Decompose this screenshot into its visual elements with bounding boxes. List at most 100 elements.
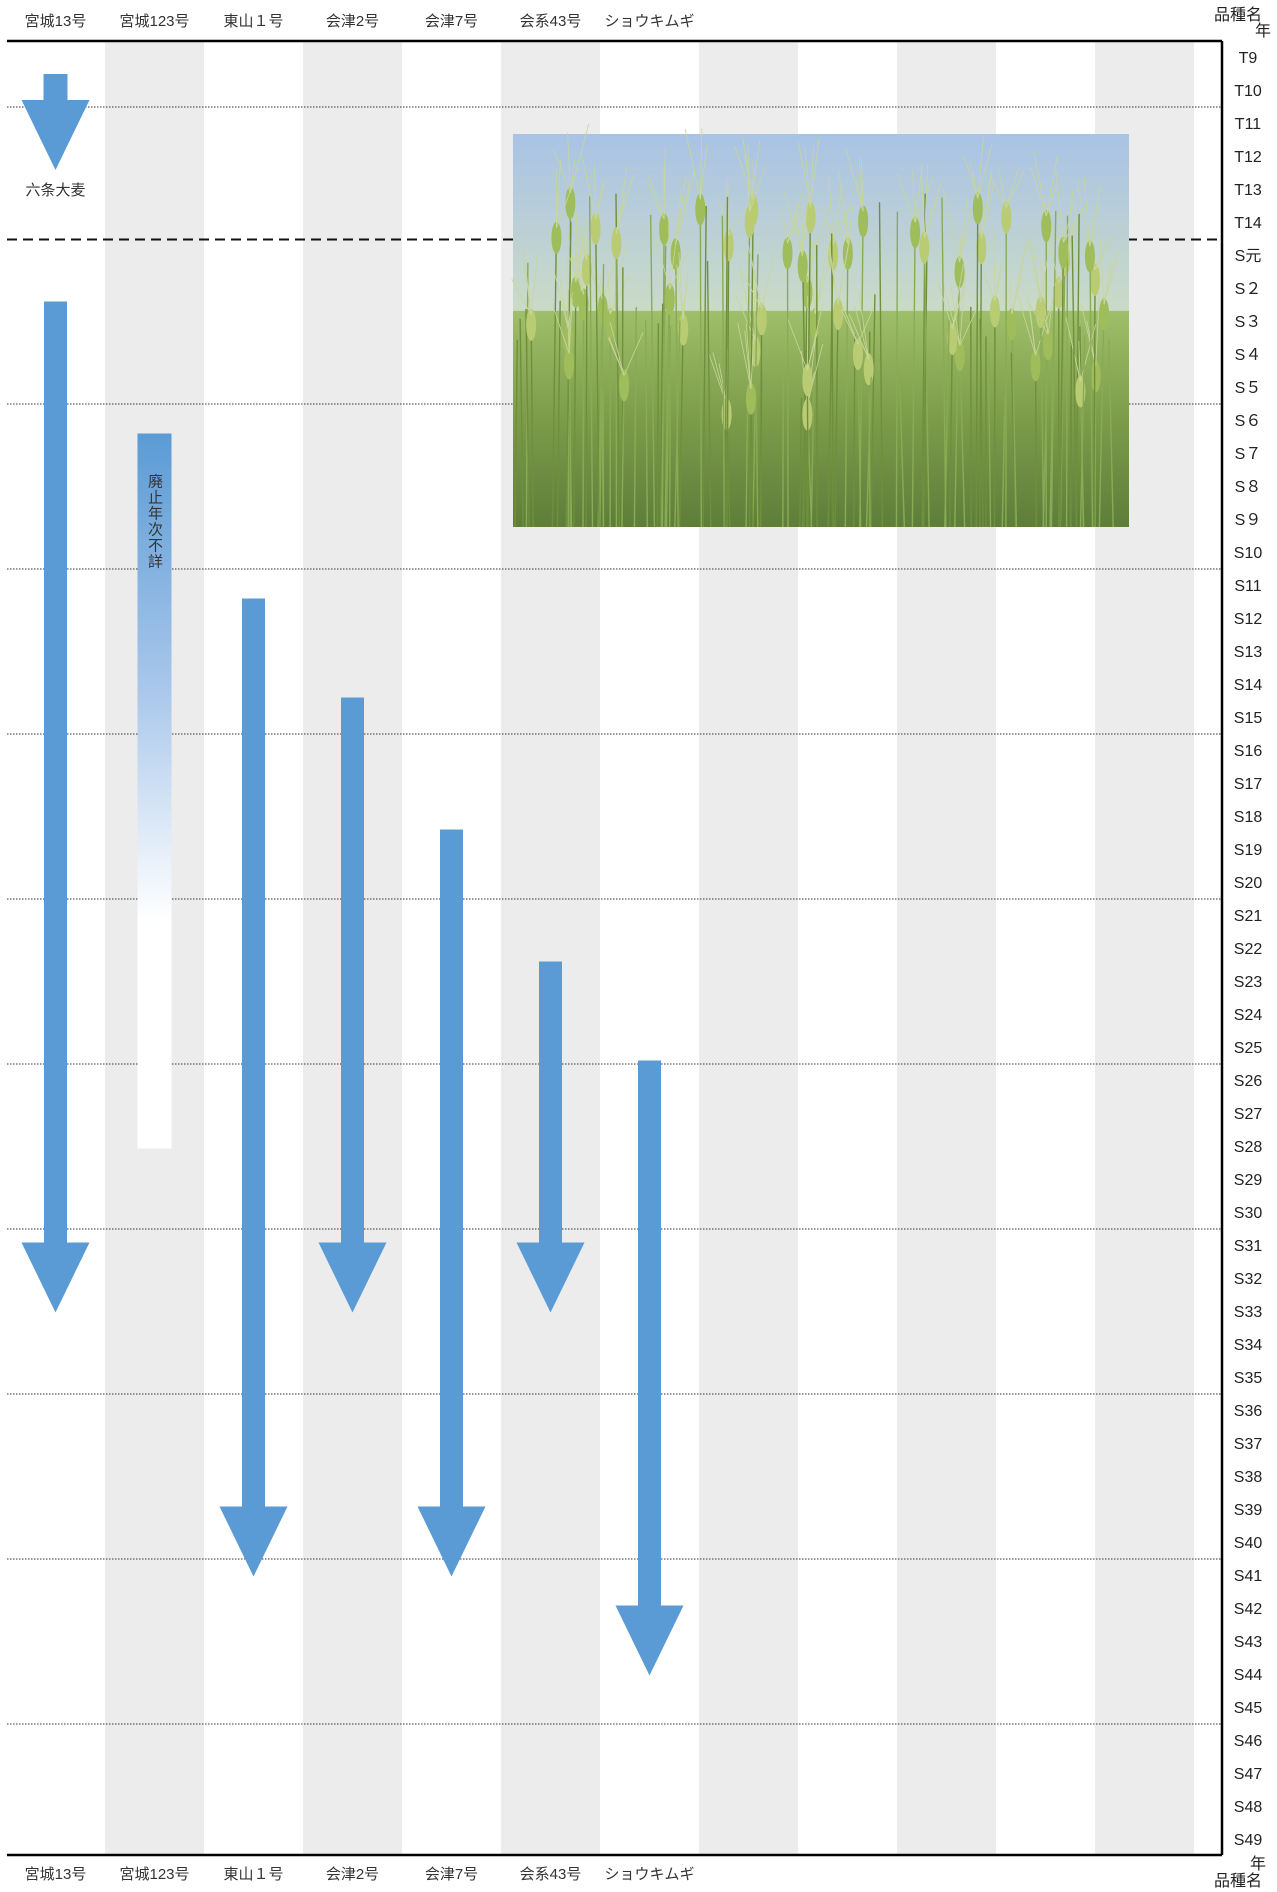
year-label: S16	[1234, 743, 1263, 760]
barley-ear	[1084, 240, 1095, 273]
barley-awn	[575, 212, 577, 283]
corner-bottom-primary: 品種名	[1214, 1872, 1262, 1890]
barley-ear	[611, 227, 622, 260]
barley-awn	[1011, 277, 1023, 315]
variety-arrow	[417, 829, 486, 1577]
year-label: S40	[1234, 1535, 1263, 1552]
barley-awn	[556, 160, 561, 228]
barley-awn	[847, 207, 854, 244]
barley-stem	[1059, 242, 1065, 528]
barley-awn	[568, 283, 572, 354]
barley-awn	[1005, 170, 1025, 208]
barley-awn	[828, 176, 834, 245]
fading-bar-note: 廃止年次不詳	[146, 473, 163, 570]
barley-awn	[712, 352, 728, 405]
barley-awn	[942, 188, 960, 263]
variety-arrow	[318, 697, 387, 1313]
barley-awn	[749, 140, 761, 212]
barley-stem	[944, 320, 950, 528]
barley-awn	[750, 257, 763, 310]
barley-stem	[656, 323, 660, 528]
barley-ear	[1090, 264, 1101, 297]
barley-awn	[747, 142, 751, 212]
barley-awn	[530, 253, 539, 315]
barley-stem	[678, 319, 684, 528]
barley-awn	[806, 343, 824, 405]
barley-awn	[1027, 234, 1041, 303]
barley-awn	[734, 145, 754, 200]
barley-awn	[1083, 176, 1091, 247]
barley-ear	[802, 364, 813, 397]
barley-stem	[674, 244, 679, 528]
barley-awn	[569, 123, 590, 194]
barley-stem	[568, 353, 573, 528]
barley-ear	[805, 201, 816, 234]
year-label: S26	[1234, 1073, 1263, 1090]
barley-awn	[1040, 230, 1053, 303]
barley-stem	[665, 289, 671, 528]
barley-ear	[570, 276, 581, 309]
barley-stem	[706, 260, 712, 528]
year-label: S38	[1234, 1469, 1263, 1486]
barley-ear	[947, 323, 958, 356]
barley-awn	[650, 221, 671, 290]
year-label: S20	[1234, 875, 1263, 892]
barley-awn	[1009, 283, 1013, 315]
year-label: S47	[1234, 1766, 1263, 1783]
year-label: T10	[1234, 83, 1262, 100]
barley-stem	[1089, 246, 1094, 528]
barley-awn	[1033, 153, 1047, 217]
barley-awn	[623, 332, 644, 376]
barley-awn	[810, 143, 814, 208]
barley-stem	[599, 264, 605, 528]
barley-awn	[750, 332, 755, 389]
barley-awn	[951, 263, 964, 330]
barley-awn	[1030, 311, 1036, 356]
barley-awn	[837, 230, 852, 305]
year-label: S39	[1234, 1502, 1263, 1519]
barley-awn	[806, 329, 819, 371]
barley-awn	[556, 179, 575, 228]
barley-awn	[1062, 196, 1076, 243]
barley-stem	[573, 282, 577, 528]
barley-ear	[664, 283, 675, 316]
variety-label-top: 宮城123号	[119, 13, 189, 30]
barley-ear	[782, 237, 793, 270]
barley-awn	[784, 191, 804, 257]
barley-awn	[574, 242, 585, 295]
barley-stem	[1010, 352, 1017, 528]
barley-awn	[580, 216, 588, 261]
year-label: S６	[1235, 413, 1262, 430]
barley-stem	[870, 294, 876, 528]
barley-ear	[833, 298, 844, 331]
barley-stem	[1042, 334, 1049, 528]
barley-stem	[699, 199, 702, 528]
year-label: S32	[1234, 1271, 1263, 1288]
barley-stem	[582, 294, 585, 528]
year-label: S44	[1234, 1667, 1263, 1684]
barley-stem	[674, 320, 681, 528]
barley-awn	[937, 281, 953, 330]
barley-awn	[845, 147, 864, 212]
year-label: S43	[1234, 1634, 1263, 1651]
barley-stem	[594, 218, 600, 528]
barley-ear	[989, 295, 1000, 328]
barley-awn	[1078, 341, 1081, 382]
barley-awn	[699, 146, 708, 200]
barley-stem	[1034, 355, 1037, 528]
barley-awn	[963, 154, 979, 199]
barley-ear	[744, 205, 755, 238]
barley-awn	[1080, 324, 1097, 382]
barley-stem	[702, 206, 707, 528]
barley-awn	[840, 309, 859, 345]
barley-awn	[1030, 165, 1047, 217]
barley-awn	[914, 163, 923, 223]
barley-awn	[615, 174, 634, 234]
barley-awn	[969, 161, 979, 199]
barley-stem	[979, 238, 983, 528]
barley-awn	[675, 180, 691, 245]
barley-awn	[749, 166, 766, 212]
legend-arrow-label: 六条大麦	[25, 182, 85, 199]
variety-label-top: 会津2号	[326, 13, 379, 30]
barley-awn	[744, 330, 752, 389]
